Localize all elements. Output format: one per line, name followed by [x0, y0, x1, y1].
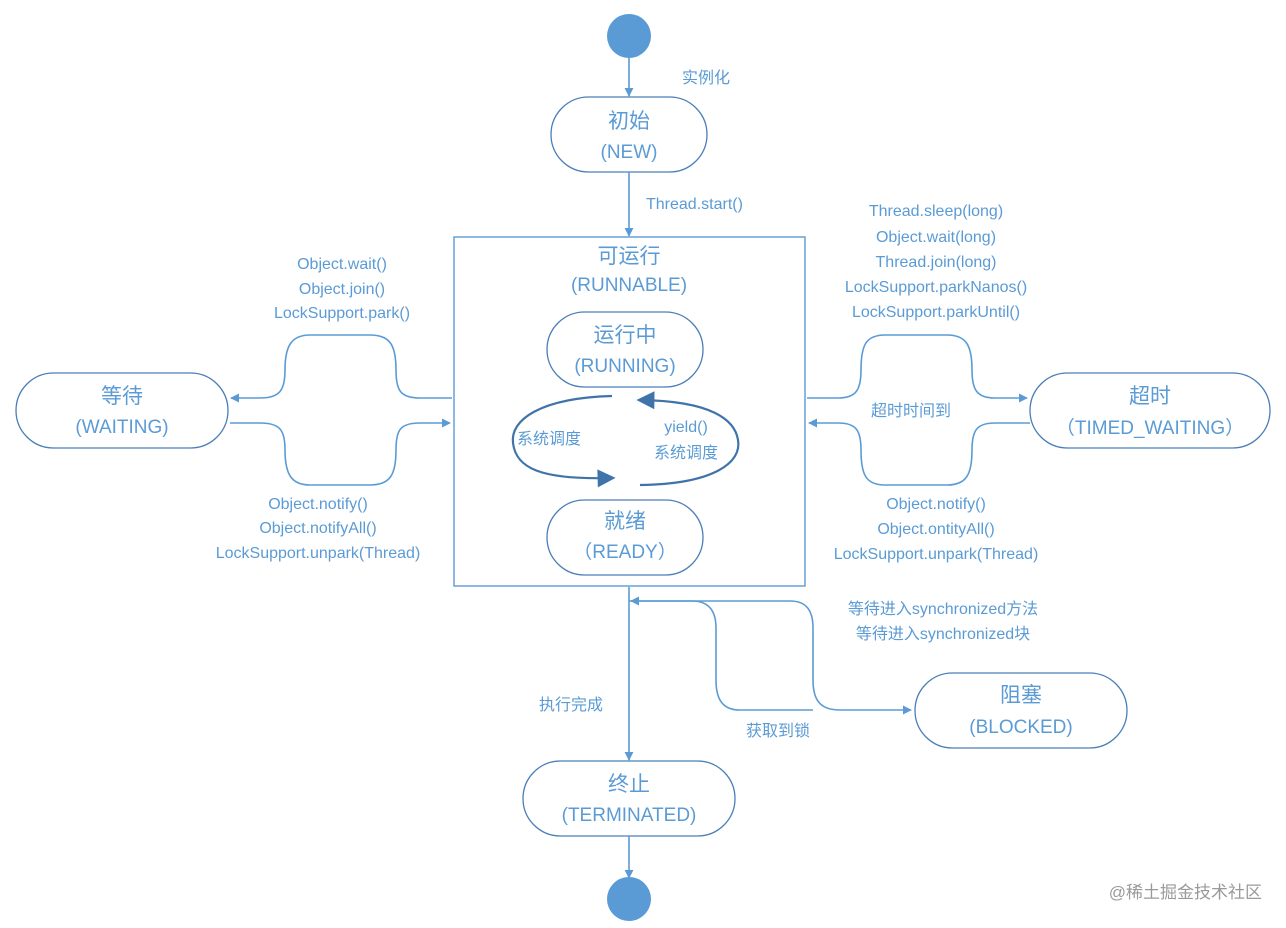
node-runnable-subtitle: (RUNNABLE): [571, 275, 687, 296]
node-terminated-subtitle: (TERMINATED): [562, 805, 697, 826]
edge-runnable-to-timed-waiting: [807, 334, 1028, 403]
edge-label-timed-notify: Object.notify(): [886, 496, 986, 513]
edge-label-instantiate: 实例化: [682, 69, 730, 87]
node-timed-waiting: 超时 （TIMED_WAITING）: [1029, 372, 1271, 449]
edge-label-lock-acquired: 获取到锁: [746, 722, 810, 740]
edge-label-timed-notify-all: Object.ontityAll(): [877, 521, 994, 538]
start-node-icon: [607, 14, 651, 58]
edge-label-park-nanos: LockSupport.parkNanos(): [845, 279, 1027, 296]
node-ready-subtitle: （READY）: [573, 541, 676, 563]
node-ready-title: 就绪: [604, 510, 646, 533]
edge-label-wait: Object.wait(): [297, 256, 387, 273]
edge-label-park-until: LockSupport.parkUntil(): [852, 304, 1020, 321]
node-running-title: 运行中: [594, 324, 657, 347]
edge-label-schedule-right: 系统调度: [654, 444, 718, 462]
node-new-title: 初始: [608, 110, 650, 133]
edge-waiting-to-runnable: [230, 418, 451, 486]
node-timed-waiting-subtitle: （TIMED_WAITING）: [1056, 417, 1244, 439]
edge-label-sleep: Thread.sleep(long): [869, 203, 1003, 220]
edge-runnable-to-blocked: [629, 600, 912, 715]
node-waiting-subtitle: (WAITING): [75, 417, 168, 438]
edge-label-join-long: Thread.join(long): [876, 254, 997, 271]
node-timed-waiting-title: 超时: [1129, 385, 1171, 408]
node-running: 运行中 (RUNNING): [546, 311, 704, 388]
node-ready: 就绪 （READY）: [546, 499, 704, 576]
edge-label-sync-method: 等待进入synchronized方法: [848, 600, 1038, 618]
edge-label-notify: Object.notify(): [268, 496, 368, 513]
cycle-arrow-ready-to-running: [636, 391, 740, 487]
node-waiting: 等待 (WAITING): [15, 372, 229, 449]
edge-label-park: LockSupport.park(): [274, 305, 410, 322]
watermark: @稀土掘金技术社区: [1109, 883, 1262, 902]
edge-label-join: Object.join(): [299, 281, 385, 298]
node-waiting-title: 等待: [101, 385, 143, 408]
edge-timed-waiting-to-runnable: [808, 418, 1030, 486]
edge-label-finished: 执行完成: [539, 696, 603, 714]
edge-label-timed-unpark: LockSupport.unpark(Thread): [834, 546, 1039, 563]
edge-label-unpark: LockSupport.unpark(Thread): [216, 545, 421, 562]
node-blocked-title: 阻塞: [1000, 684, 1042, 707]
node-new-subtitle: (NEW): [601, 142, 658, 163]
end-node-icon: [607, 877, 651, 921]
node-new: 初始 (NEW): [550, 96, 708, 173]
edge-label-yield: yield(): [664, 419, 708, 436]
edge-label-notify-all: Object.notifyAll(): [259, 520, 376, 537]
edge-label-timeout: 超时时间到: [871, 402, 951, 420]
node-runnable-title: 可运行: [598, 245, 661, 268]
edge-label-schedule-left: 系统调度: [517, 430, 581, 448]
edge-blocked-to-runnable: [630, 596, 813, 711]
node-running-subtitle: (RUNNING): [574, 356, 675, 377]
node-blocked: 阻塞 (BLOCKED): [914, 672, 1128, 749]
edge-label-sync-block: 等待进入synchronized块: [856, 625, 1030, 643]
node-terminated-title: 终止: [608, 773, 650, 796]
cycle-arrow-running-to-ready: [511, 394, 616, 488]
edge-runnable-to-waiting: [230, 334, 452, 403]
node-blocked-subtitle: (BLOCKED): [969, 717, 1072, 738]
node-terminated: 终止 (TERMINATED): [522, 760, 736, 837]
edge-label-thread-start: Thread.start(): [646, 196, 743, 213]
edge-label-wait-long: Object.wait(long): [876, 229, 996, 246]
